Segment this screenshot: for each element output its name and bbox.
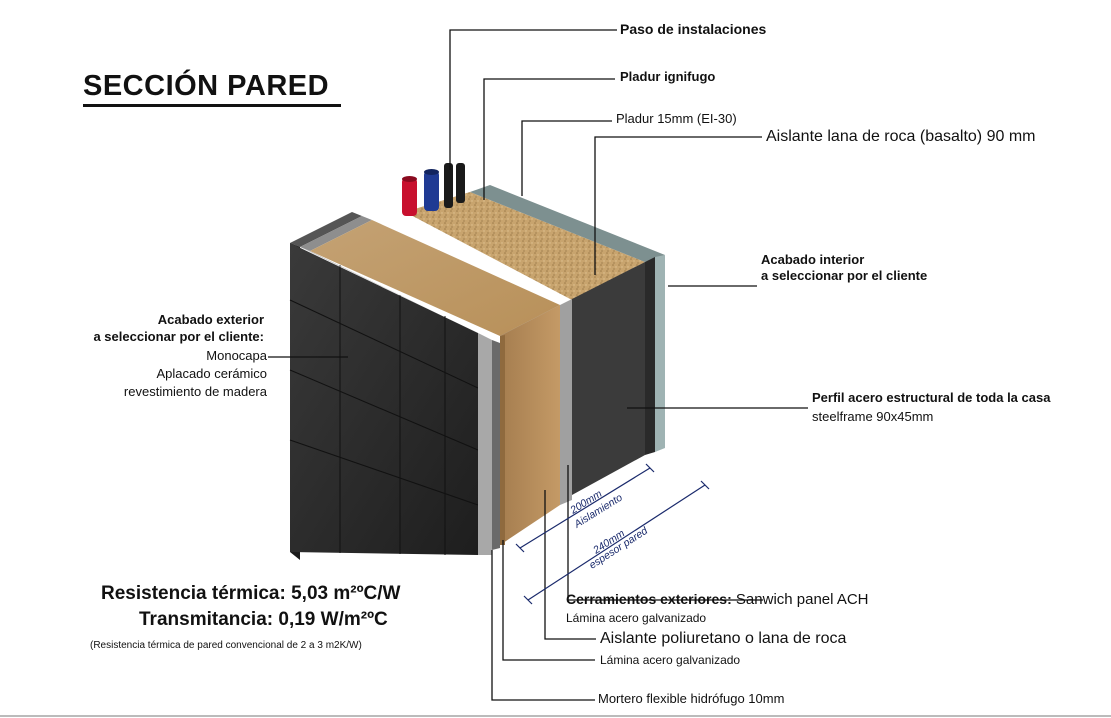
label-acabado-interior-1: Acabado interior <box>761 252 865 267</box>
label-lamina-acero-1: Lámina acero galvanizado <box>566 611 707 625</box>
label-cerramientos-value: Sanwich panel ACH <box>731 591 869 608</box>
exterior-finish-face <box>289 243 479 560</box>
label-acabado-interior-2: a seleccionar por el cliente <box>761 268 928 283</box>
label-pladur-ignifugo: Pladur ignifugo <box>620 69 716 84</box>
label-steelframe: steelframe 90x45mm <box>812 409 934 424</box>
label-cerramientos-title: Cerramientos exteriores: <box>566 591 732 607</box>
board-layers <box>645 255 665 455</box>
label-monocapa: Monocapa <box>206 348 267 363</box>
label-revestimiento-madera: revestimiento de madera <box>123 384 267 399</box>
label-perfil-acero: Perfil acero estructural de toda la casa <box>812 390 1051 405</box>
label-aplacado-ceramico: Aplacado cerámico <box>156 366 267 381</box>
insulation-face <box>500 305 560 545</box>
dimension-labels: 200mm Aislamiento 240mm espesor pared <box>567 488 651 572</box>
page-title: SECCIÓN PARED <box>83 70 330 102</box>
installation-pipes <box>402 163 465 216</box>
label-aislante-poliuretano: Aislante poliuretano o lana de roca <box>600 630 847 647</box>
label-aislante-lana-roca: Aislante lana de roca (basalto) 90 mm <box>766 128 1036 145</box>
title-underline <box>83 104 341 107</box>
leader-lines <box>268 29 808 701</box>
label-cerramientos: Cerramientos exteriores: Sanwich panel A… <box>566 591 869 608</box>
stat-resistencia: Resistencia térmica: 5,03 m²ºC/W <box>101 583 401 604</box>
label-acabado-exterior-2: a seleccionar por el cliente: <box>93 329 264 344</box>
dimension-lines <box>515 463 710 605</box>
block-top-faces <box>290 185 665 342</box>
label-lamina-acero-2: Lámina acero galvanizado <box>600 653 741 667</box>
steelframe-face <box>572 262 645 495</box>
bottom-rule <box>0 715 1111 717</box>
label-pladur-15mm: Pladur 15mm (EI-30) <box>616 111 737 126</box>
stat-nota: (Resistencia térmica de pared convencion… <box>90 640 362 651</box>
stat-transmitancia: Transmitancia: 0,19 W/m²ºC <box>139 609 388 630</box>
steel-sheet <box>560 299 572 505</box>
label-acabado-exterior-1: Acabado exterior <box>157 312 264 327</box>
label-mortero: Mortero flexible hidrófugo 10mm <box>598 691 785 706</box>
label-paso-instalaciones: Paso de instalaciones <box>620 21 767 37</box>
mortar-steel-band <box>300 247 500 555</box>
